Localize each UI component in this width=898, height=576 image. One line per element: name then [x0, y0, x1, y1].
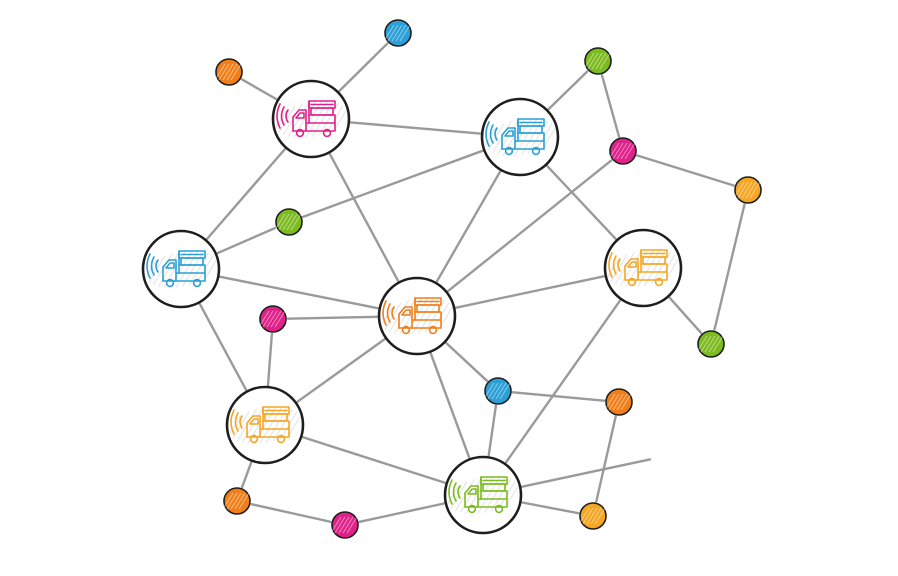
dot-scribble	[696, 335, 724, 353]
dot-circle	[275, 208, 303, 236]
link-hub-center-to-hub-bottom	[429, 352, 471, 459]
node-dot-green	[583, 47, 612, 75]
dot-scribble	[604, 393, 632, 411]
truck-with-signal-icon	[608, 249, 668, 287]
link-hub-top-left-to-hub-left	[205, 148, 287, 240]
dot-scribble	[274, 213, 302, 231]
dot-scribble	[578, 507, 606, 525]
node-dot-orange	[214, 58, 243, 86]
hub-center	[377, 276, 457, 356]
hub-top-right	[480, 97, 560, 177]
link-dot-7-to-hub-bottom-left	[266, 332, 274, 387]
dot-scribble	[483, 382, 511, 400]
link-hub-top-right-to-hub-right	[546, 164, 617, 241]
dot-circle	[609, 137, 637, 165]
link-hub-right-to-hub-bottom	[504, 299, 622, 464]
link-dot-2-to-hub-top-left	[338, 42, 389, 93]
dot-scribble	[222, 492, 250, 510]
link-hub-bottom-left-to-dot-11	[240, 461, 253, 489]
hub-top-left	[271, 79, 351, 159]
link-hub-bottom-to-dot-13	[521, 501, 580, 515]
node-dot-amber	[578, 502, 607, 530]
truck-with-signal-icon	[448, 476, 508, 514]
dot-circle	[697, 330, 725, 358]
link-dot-4-to-dot-5	[636, 154, 735, 187]
link-hub-top-right-to-dot-3	[547, 70, 589, 111]
link-hub-right-to-hub-center	[454, 275, 606, 309]
link-hub-right-to-dot-8	[668, 296, 703, 335]
dot-scribble	[258, 310, 286, 328]
link-hub-center-to-dot-9	[445, 341, 489, 383]
link-dot-12-to-hub-bottom	[358, 502, 446, 524]
node-dot-green	[274, 208, 303, 236]
truck-with-signal-icon	[485, 118, 545, 156]
link-dot-10-to-dot-13	[595, 415, 617, 503]
link-hub-top-right-to-dot-6	[301, 149, 484, 219]
dot-circle	[605, 388, 633, 416]
link-dot-1-to-hub-top-left	[240, 78, 278, 101]
link-dot-7-to-hub-center	[286, 315, 379, 320]
node-dot-magenta	[330, 511, 359, 539]
dot-circle	[331, 511, 359, 539]
link-dot-3-to-dot-4	[600, 74, 621, 138]
dot-circle	[384, 19, 412, 47]
truck-with-signal-icon	[146, 250, 206, 288]
link-hub-bottom-left-to-hub-bottom	[301, 436, 447, 484]
link-hub-left-to-dot-6	[216, 226, 277, 255]
dot-scribble	[330, 516, 358, 534]
node-dot-blue	[383, 19, 412, 47]
hub-bottom	[443, 455, 523, 535]
dot-scribble	[214, 63, 242, 81]
dot-scribble	[583, 52, 611, 70]
link-dot-4-to-hub-center	[447, 159, 613, 293]
link-dot-9-to-dot-10	[511, 391, 606, 402]
dot-circle	[579, 502, 607, 530]
hub-right	[603, 228, 683, 308]
dot-scribble	[733, 181, 761, 199]
link-hub-top-right-to-hub-center	[435, 170, 502, 283]
node-dot-amber	[733, 176, 762, 204]
link-dot-5-to-dot-8	[713, 203, 746, 331]
node-dot-magenta	[608, 137, 637, 165]
link-hub-top-left-to-hub-center	[328, 153, 400, 282]
dots-layer	[214, 19, 762, 539]
truck-with-signal-icon	[382, 297, 442, 335]
hub-bottom-left	[225, 385, 305, 465]
node-dot-green	[696, 330, 725, 358]
dot-scribble	[383, 24, 411, 42]
link-hub-left-to-hub-bottom-left	[198, 303, 248, 391]
dot-circle	[215, 58, 243, 86]
node-dot-magenta	[258, 305, 287, 333]
dot-scribble	[608, 142, 636, 160]
dot-circle	[259, 305, 287, 333]
link-dot-11-to-dot-12	[250, 503, 332, 523]
dot-circle	[484, 377, 512, 405]
link-hub-bottom-to-stub-end	[520, 458, 652, 488]
hubs-layer	[141, 79, 683, 535]
dot-circle	[584, 47, 612, 75]
truck-with-signal-icon	[230, 406, 290, 444]
hub-left	[141, 229, 221, 309]
link-hub-left-to-hub-center	[219, 275, 379, 310]
link-hub-top-left-to-hub-top-right	[349, 121, 482, 135]
truck-with-signal-icon	[276, 100, 336, 138]
node-dot-blue	[483, 377, 512, 405]
links-layer	[198, 42, 746, 524]
link-dot-9-to-hub-bottom	[487, 404, 498, 457]
link-hub-center-to-hub-bottom-left	[296, 338, 386, 403]
node-dot-orange	[604, 388, 633, 416]
dot-circle	[734, 176, 762, 204]
node-dot-orange	[222, 487, 251, 515]
dot-circle	[223, 487, 251, 515]
